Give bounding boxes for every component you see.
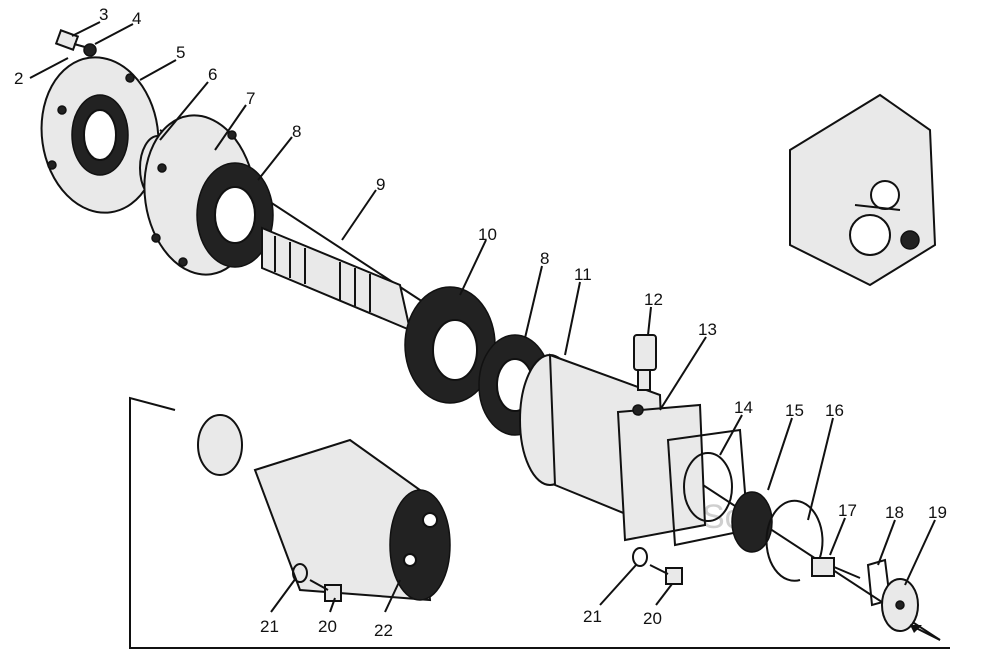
- callout-19: 19: [928, 503, 947, 522]
- needle-bearing-part-15: [731, 491, 773, 553]
- callout-12: 12: [644, 290, 663, 309]
- callout-4: 4: [132, 9, 141, 28]
- callout-labels: 2 3 4 5 6 7 8 9 10 8 11 12 13 14 15 16 1…: [14, 5, 947, 640]
- housing-part-11: [519, 353, 707, 542]
- callout-10: 10: [478, 225, 497, 244]
- callout-13: 13: [698, 320, 717, 339]
- callout-11: 11: [574, 265, 592, 284]
- inset-bracket: [129, 396, 950, 649]
- callout-6: 6: [208, 65, 217, 84]
- callout-3: 3: [99, 5, 108, 24]
- callout-9: 9: [376, 175, 385, 194]
- bolt-part-17: [811, 557, 861, 579]
- callout-22: 22: [374, 621, 393, 640]
- gear-part-10: [404, 286, 496, 404]
- transfer-case-housing: [789, 93, 937, 287]
- breather-part-12: [633, 334, 657, 391]
- splined-shaft-part-9: [261, 226, 412, 332]
- snap-ring-part-16: [765, 499, 824, 582]
- callout-20-right: 20: [643, 609, 662, 628]
- callout-14: 14: [734, 398, 753, 417]
- bolt-part-20-right: [649, 564, 683, 585]
- callout-5: 5: [176, 43, 185, 62]
- washer-part-21-right: [632, 547, 648, 567]
- flange-cover-part-5: [40, 56, 160, 214]
- callout-15: 15: [785, 401, 804, 420]
- pump-assembly-part-22: [197, 414, 451, 602]
- cap-part-19: [881, 578, 919, 632]
- callout-16: 16: [825, 401, 844, 420]
- callout-20-left: 20: [318, 617, 337, 636]
- callout-17: 17: [838, 501, 857, 520]
- washer-part-21-left: [292, 563, 308, 583]
- callout-8-left: 8: [292, 122, 301, 141]
- callout-7: 7: [246, 89, 255, 108]
- arrow-head: [910, 625, 922, 633]
- callout-21-left: 21: [260, 617, 279, 636]
- callout-18: 18: [885, 503, 904, 522]
- leader-lines: [29, 21, 936, 613]
- callout-21-right: 21: [583, 607, 602, 626]
- callout-2: 2: [14, 69, 23, 88]
- callout-8-right: 8: [540, 249, 549, 268]
- bearing-part-8-left: [196, 162, 274, 268]
